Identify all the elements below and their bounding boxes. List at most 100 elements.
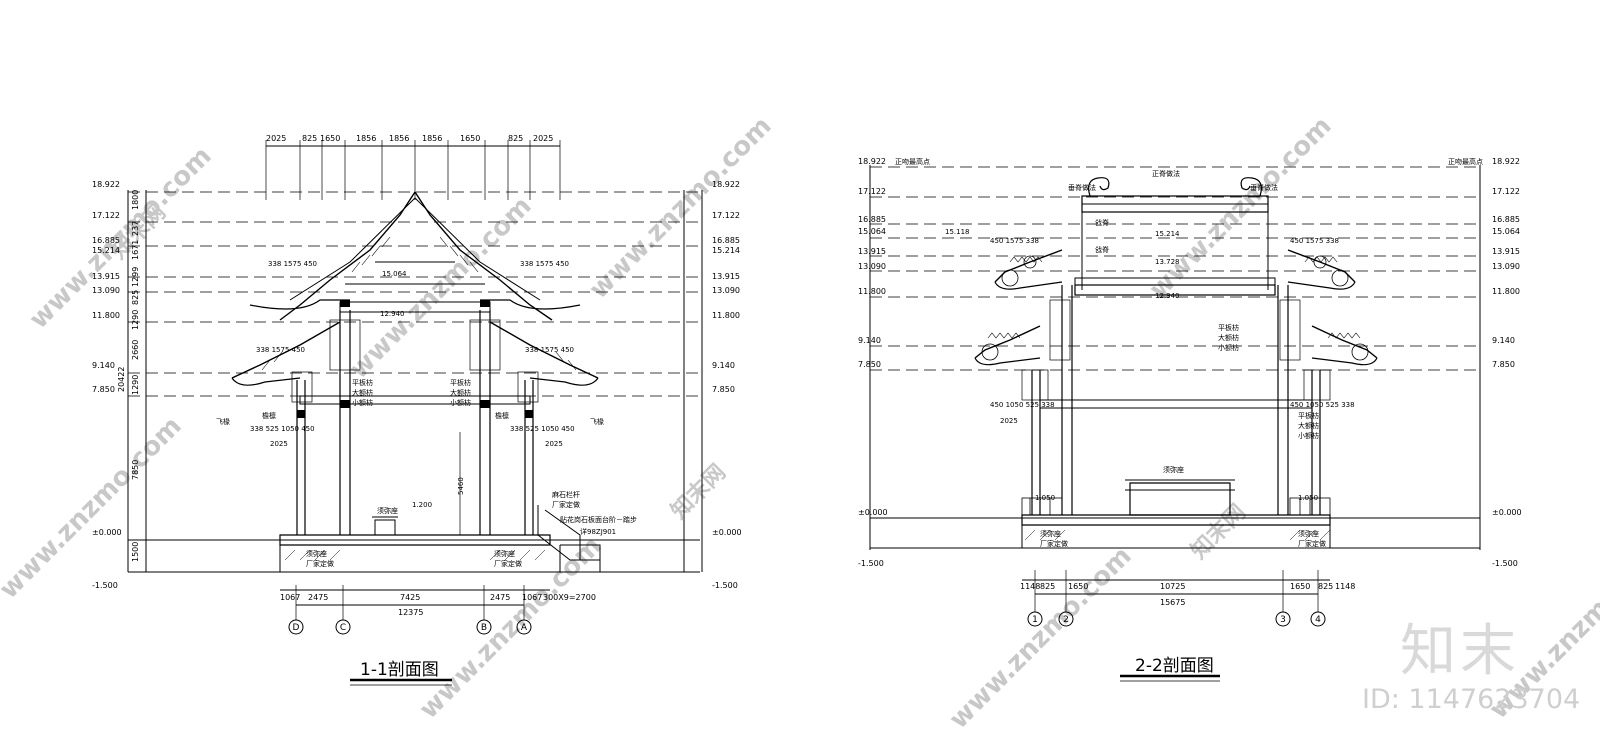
s2-plate-r: 平板枋 — [1298, 411, 1319, 420]
s1-eave-dims-r: 338 1575 450 — [520, 260, 569, 268]
watermark-layer: www.znzmo.com www.znzmo.com www.znzmo.co… — [0, 111, 1600, 735]
s2-vendor-l: 厂家定做 — [1040, 539, 1068, 548]
s1-bdim-1: 1067 — [280, 593, 300, 602]
s2-lvl-r-3: 16.885 — [1492, 215, 1520, 224]
s1-topdim-2: 825 — [302, 134, 317, 143]
s1-lvl-r-5: 13.915 — [712, 272, 740, 281]
s2-dragon-l: 垂脊做法 — [1068, 183, 1096, 192]
s1-vdim-8: 1290 — [131, 375, 140, 395]
s2-seat: 须弥座 — [1163, 465, 1184, 474]
s1-bigbeam-l: 大额枋 — [352, 388, 373, 397]
s2-lvl-r-10: ±0.000 — [1492, 508, 1522, 517]
s2-lvl-l-9: 7.850 — [858, 360, 881, 369]
s1-axis-b: B — [481, 623, 487, 633]
s2-lvl-r-7: 11.800 — [1492, 287, 1520, 296]
watermark-brand-3: 知末网 — [1186, 499, 1251, 564]
s1-axis-c: C — [340, 623, 346, 633]
s1-vdim-6: 1290 — [131, 310, 140, 330]
brand-logo: 知末 — [1400, 619, 1520, 684]
s1-plate-l: 平板枋 — [352, 378, 373, 387]
s1-lvl-r-7: 11.800 — [712, 311, 740, 320]
s1-topdim-8: 825 — [508, 134, 523, 143]
s1-bracket-dims-l: 338 525 1050 450 — [250, 425, 315, 433]
s1-lvl-r-6: 13.090 — [712, 286, 740, 295]
s1-lvl-l-4: 15.214 — [92, 246, 120, 255]
s2-purlin-elev: 13.728 — [1155, 258, 1180, 266]
s1-topdim-1: 2025 — [266, 134, 286, 143]
s2-dragon-r: 垂脊做法 — [1250, 183, 1278, 192]
s1-eave-dims-r2: 338 1575 450 — [525, 346, 574, 354]
s2-lvl-r-4: 15.064 — [1492, 227, 1520, 236]
s2-axis-3: 3 — [1280, 615, 1286, 625]
s1-topdim-7: 1650 — [460, 134, 480, 143]
s2-lvl-r-6: 13.090 — [1492, 262, 1520, 271]
image-id: ID: 1147623704 — [1362, 684, 1581, 715]
section-2-2-labels: 18.922 17.122 16.885 15.064 13.915 13.09… — [858, 157, 1522, 676]
s2-seat-r: 须弥座 — [1298, 529, 1319, 538]
s2-lvl-r-5: 13.915 — [1492, 247, 1520, 256]
s1-title: 1-1剖面图 — [360, 660, 439, 680]
s1-eave-dims-l: 338 1575 450 — [268, 260, 317, 268]
watermark-site-2: www.znzmo.com — [0, 411, 188, 605]
s2-lvl-l-11: -1.500 — [858, 559, 884, 568]
s1-vdim-5: 825 — [131, 290, 140, 305]
s1-axis-d: D — [293, 623, 300, 633]
s1-lvl-l-2: 17.122 — [92, 211, 120, 220]
s2-top-label-r: 正吻最高点 — [1448, 157, 1483, 166]
s1-flying-l: 飞椽 — [216, 417, 230, 426]
s1-lvl-r-4: 15.214 — [712, 246, 740, 255]
s2-lvl-l-6: 13.090 — [858, 262, 886, 271]
s1-seat-l: 须弥座 — [306, 549, 327, 558]
watermark-site-6: www.znzmo.com — [944, 541, 1138, 735]
s1-lvl-r-8: 9.140 — [712, 361, 735, 370]
s2-title: 2-2剖面图 — [1135, 656, 1214, 676]
s2-bdim-6: 825 — [1318, 582, 1333, 591]
s1-seat-elev: 1.200 — [412, 501, 432, 509]
s1-seat-r: 须弥座 — [494, 549, 515, 558]
s1-vdim-total: 20422 — [117, 367, 126, 392]
s1-span-l: 2025 — [270, 440, 288, 448]
s2-ridge: 正脊做法 — [1152, 169, 1180, 178]
s1-bdim-2: 2475 — [308, 593, 328, 602]
watermark-site-5: www.znzmo.com — [584, 111, 778, 305]
s2-lvl-l-3: 16.885 — [858, 215, 886, 224]
s2-lvl-r-1: 18.922 — [1492, 157, 1520, 166]
s1-vdim-2: 237 — [131, 221, 140, 236]
s1-lvl-l-7: 11.800 — [92, 311, 120, 320]
s2-plate: 平板枋 — [1218, 323, 1239, 332]
s2-lvl-l-10: ±0.000 — [858, 508, 888, 517]
s1-lvl-r-10: ±0.000 — [712, 528, 742, 537]
s1-topdim-5: 1856 — [389, 134, 409, 143]
s2-hip-l: 戗脊 — [1095, 218, 1109, 227]
s1-lvl-l-10: ±0.000 — [92, 528, 122, 537]
s1-bigbeam-r: 大额枋 — [450, 388, 471, 397]
s1-vendor-r: 厂家定做 — [494, 559, 522, 568]
s2-bdim-1: 1148 — [1020, 582, 1040, 591]
s1-bracket-dims-r: 338 525 1050 450 — [510, 425, 575, 433]
s1-lvl-l-8: 9.140 — [92, 361, 115, 370]
s1-lvl-l-1: 18.922 — [92, 180, 120, 189]
s1-std-ref: 详98ZJ901 — [580, 527, 616, 536]
s2-seat-l: 须弥座 — [1040, 529, 1061, 538]
section-1-1 — [127, 140, 703, 686]
s1-col-height: 5460 — [457, 477, 465, 495]
s1-railing-vendor: 厂家定做 — [552, 500, 580, 509]
s1-lvl-l-5: 13.915 — [92, 272, 120, 281]
s2-bigbeam-r: 大额枋 — [1298, 421, 1319, 430]
s2-lvl-l-4: 15.064 — [858, 227, 886, 236]
s2-beam-elev: 12.940 — [1155, 292, 1180, 300]
s1-vdim-3: 1671 — [131, 240, 140, 260]
s1-lvl-r-1: 18.922 — [712, 180, 740, 189]
s2-lvl-r-8: 9.140 — [1492, 336, 1515, 345]
s2-bracket-dims-r: 450 1050 525 338 — [1290, 401, 1355, 409]
s2-ridge-elev2: 15.214 — [1155, 230, 1180, 238]
s2-vendor-r: 厂家定做 — [1298, 539, 1326, 548]
s2-smallbeam-r: 小额枋 — [1298, 431, 1319, 440]
s1-seat: 须弥座 — [377, 506, 398, 515]
s1-total-dim: 12375 — [398, 608, 423, 617]
s1-lvl-l-6: 13.090 — [92, 286, 120, 295]
s1-bdim-6: 300X9=2700 — [543, 593, 596, 602]
watermark-site-7: www.znzmo.com — [1144, 111, 1338, 305]
